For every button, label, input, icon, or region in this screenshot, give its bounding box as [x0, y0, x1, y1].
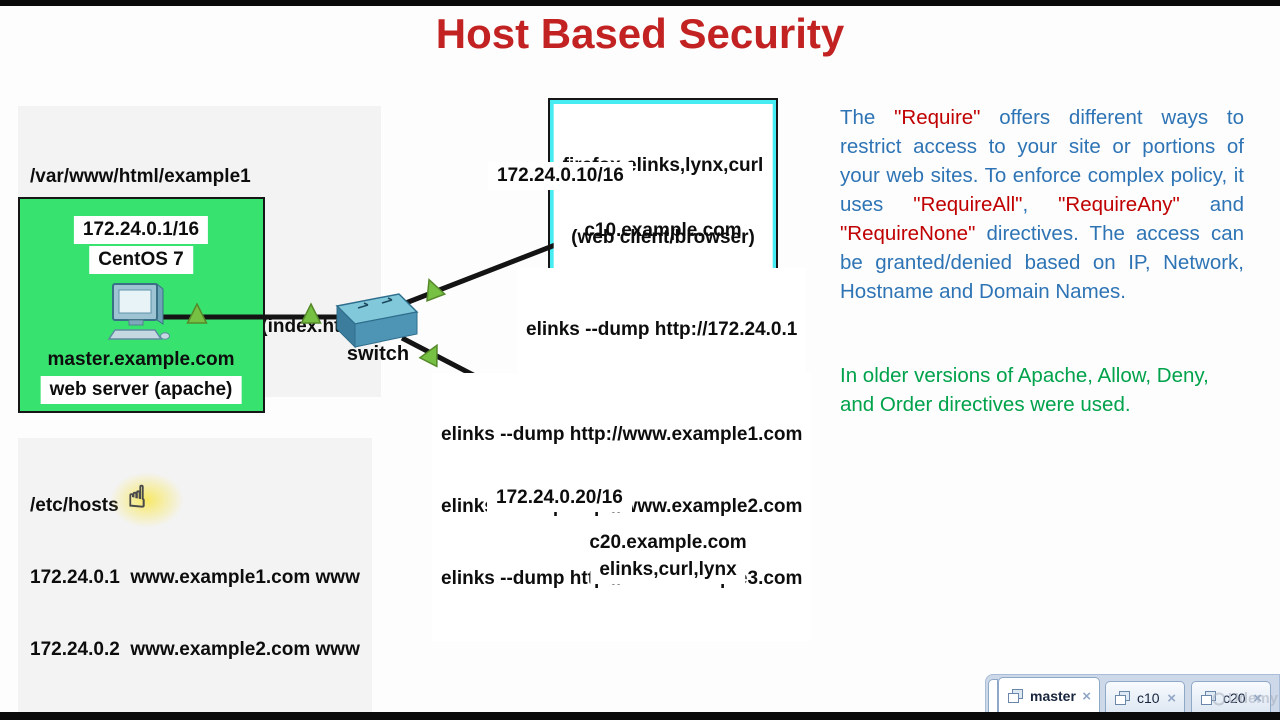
c10-hostname: c10.example.com [584, 220, 742, 241]
master-os-label: CentOS 7 [89, 246, 193, 274]
note-text: offers different ways to restrict access… [840, 106, 1244, 216]
legacy-note: In older versions of Apache, Allow, Deny… [840, 364, 1209, 416]
window-cascade-icon [1008, 688, 1023, 703]
tab-label: c10 [1137, 690, 1160, 706]
master-ip-label: 172.24.0.1/16 [73, 216, 209, 244]
udemy-watermark: Udemy [1212, 690, 1278, 707]
master-hostname: master.example.com [47, 349, 235, 370]
watermark-text: Udemy [1228, 690, 1279, 707]
console-tab-bar: master × c10 × c20 × [985, 674, 1280, 714]
require-note: The "Require" offers different ways to r… [840, 103, 1244, 306]
etc-hosts-block: /etc/hosts 172.24.0.1 www.example1.com w… [18, 438, 372, 720]
tab-c10[interactable]: c10 × [1105, 681, 1185, 714]
tab-close-icon[interactable]: × [1167, 689, 1176, 707]
tab-c20[interactable]: c20 × [1191, 681, 1271, 714]
note-text-red: "Require" [894, 106, 981, 129]
c10-ip-label: 172.24.0.10/16 [488, 162, 633, 190]
link-arrow [419, 275, 446, 302]
tab-label: c20 [1223, 690, 1246, 706]
partial-tab[interactable] [988, 679, 998, 714]
note-text-red: "RequireAll" [913, 193, 1023, 216]
master-role-label: web server (apache) [40, 376, 242, 404]
note-text-red: "RequireAny" [1058, 193, 1180, 216]
page-title: Host Based Security [435, 10, 845, 57]
letterbox-top [0, 0, 1280, 6]
etc-hosts-row: 172.24.0.1 www.example1.com www [30, 567, 360, 588]
c20-hostname: c20.example.com [589, 532, 747, 553]
note-text: The [840, 106, 895, 129]
note-text-red: "RequireNone" [840, 222, 976, 245]
etc-hosts-row: 172.24.0.2 www.example2.com www [30, 639, 360, 660]
watermark-logo-icon [1212, 692, 1226, 705]
tab-close-icon[interactable]: × [1082, 687, 1091, 705]
c20-ip-label: 172.24.0.20/16 [487, 484, 632, 512]
tab-close-icon[interactable]: × [1253, 689, 1262, 707]
note-text: directives. The access can be granted/de… [840, 222, 1244, 303]
etc-hosts-title: /etc/hosts [30, 495, 119, 516]
command-line: elinks --dump http://www.example1.com [441, 424, 803, 445]
window-cascade-icon [1115, 690, 1130, 705]
tab-label: master [1030, 688, 1076, 704]
note-text: , [1022, 193, 1059, 216]
letterbox-bottom [0, 712, 1280, 720]
highlight-spot [110, 472, 184, 528]
hand-cursor-icon: ☝ [127, 480, 147, 514]
c20-tools-label: elinks,curl,lynx [590, 556, 746, 584]
webroot-path: /var/www/html/example1 [30, 166, 251, 187]
link-arrow [419, 340, 447, 368]
switch-label: switch [346, 343, 410, 365]
command-line: elinks --dump http://172.24.0.1 [526, 319, 798, 340]
note-text: and [1179, 193, 1244, 216]
tab-master[interactable]: master × [998, 677, 1100, 714]
